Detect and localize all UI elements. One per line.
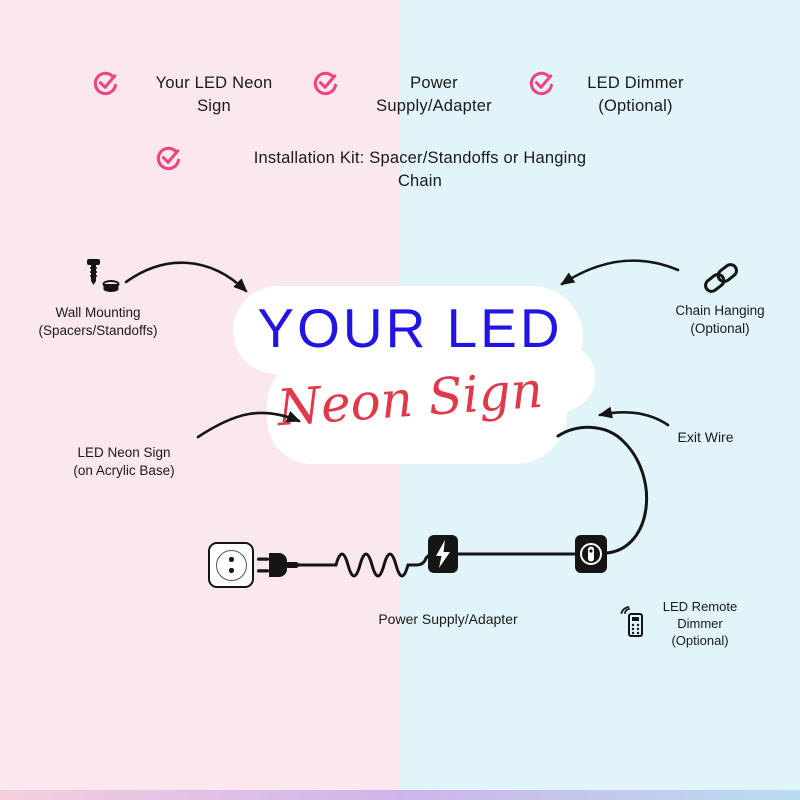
wall-socket-icon — [208, 542, 254, 588]
sign-backplate — [525, 342, 595, 412]
check-icon — [312, 70, 339, 97]
label-line: LED Remote — [662, 599, 738, 614]
label-line: (on Acrylic Base) — [73, 463, 175, 478]
power-supply-label: Power Supply/Adapter — [328, 610, 568, 628]
wall-mounting-label: Wall Mounting (Spacers/Standoffs) — [8, 304, 188, 340]
remote-icon — [620, 606, 648, 640]
checklist-item-line: Sign — [197, 97, 231, 115]
label-line: Wall Mounting — [55, 305, 141, 320]
label-line: Dimmer — [677, 616, 723, 631]
checklist-item-line: Supply/Adapter — [376, 97, 492, 115]
checklist-item-installation-kit: Installation Kit: Spacer/Standoffs or Ha… — [185, 147, 655, 193]
inline-dimmer-icon — [575, 535, 607, 573]
socket-ring — [216, 550, 247, 581]
checklist-item-neon-sign: Your LED Neon Sign — [128, 72, 300, 118]
checklist-item-line: Power — [410, 74, 458, 92]
checklist-item-dimmer: LED Dimmer (Optional) — [558, 72, 713, 118]
chain-link-icon — [700, 260, 742, 296]
checklist-item-line: LED Dimmer — [587, 74, 684, 92]
checklist-item-line: Your LED Neon — [155, 74, 273, 92]
check-icon — [92, 70, 119, 97]
check-icon — [528, 70, 555, 97]
socket-hole — [229, 568, 234, 573]
sign-backplate — [267, 356, 567, 464]
label-line: (Spacers/Standoffs) — [38, 323, 158, 338]
neon-sign-preview: YOUR LED Neon Sign — [225, 282, 595, 477]
sign-title: YOUR LED — [257, 297, 563, 359]
led-neon-sign-label: LED Neon Sign (on Acrylic Base) — [38, 444, 210, 480]
screw-standoff-icon — [80, 258, 122, 296]
plug-icon — [257, 551, 301, 579]
label-line: (Optional) — [690, 321, 750, 336]
label-line: Chain Hanging — [675, 303, 765, 318]
label-line: Power Supply/Adapter — [378, 611, 518, 627]
exit-wire-label: Exit Wire — [658, 428, 753, 446]
power-adapter-icon — [428, 535, 458, 573]
checklist-item-power-supply: Power Supply/Adapter — [345, 72, 523, 118]
remote-dimmer-label: LED Remote Dimmer (Optional) — [650, 598, 750, 649]
footer-gradient-strip — [0, 790, 800, 800]
checklist-item-line: (Optional) — [598, 97, 673, 115]
label-line: Exit Wire — [677, 429, 734, 445]
checklist-item-line: Installation Kit: Spacer/Standoffs or Ha… — [253, 149, 587, 167]
checklist-item-line: Chain — [397, 172, 443, 190]
label-line: (Optional) — [671, 633, 729, 648]
socket-hole — [229, 557, 234, 562]
chain-hanging-label: Chain Hanging (Optional) — [645, 302, 795, 338]
check-icon — [155, 145, 182, 172]
label-line: LED Neon Sign — [77, 445, 171, 460]
